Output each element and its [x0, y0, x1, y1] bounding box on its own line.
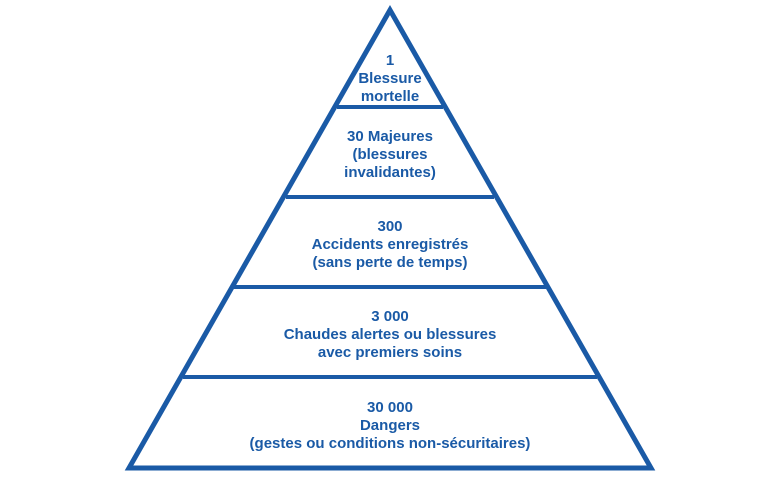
level-3-count: 300 [377, 218, 403, 235]
level-4-line-3: avec premiers soins [317, 344, 463, 361]
level-1-line-3: mortelle [360, 88, 420, 105]
level-2-line-3: invalidantes) [344, 164, 436, 181]
level-3-line-2: Accidents enregistrés [311, 236, 469, 253]
level-4-count: 3 000 [371, 308, 409, 325]
level-1-count: 1 [385, 52, 395, 69]
level-2-count: 30 Majeures [347, 128, 433, 145]
level-2-line-2: (blessures [352, 146, 428, 163]
level-3-line-3: (sans perte de temps) [312, 254, 468, 271]
level-2-label: 30 Majeures (blessures invalidantes) [344, 128, 436, 182]
level-5-line-3: (gestes ou conditions non-sécuritaires) [249, 435, 531, 452]
level-4-label: 3 000 Chaudes alertes ou blessures avec … [284, 308, 497, 362]
level-1-line-2: Blessure [358, 70, 422, 87]
level-3-label: 300 Accidents enregistrés (sans perte de… [312, 218, 469, 272]
level-5-label: 30 000 Dangers (gestes ou conditions non… [250, 399, 531, 453]
level-1-label: 1 Blessure mortelle [358, 52, 421, 106]
level-5-count: 30 000 [367, 399, 413, 416]
pyramid-outline [124, 4, 656, 471]
level-4-line-2: Chaudes alertes ou blessures [283, 326, 497, 343]
level-5-line-2: Dangers [359, 417, 421, 434]
